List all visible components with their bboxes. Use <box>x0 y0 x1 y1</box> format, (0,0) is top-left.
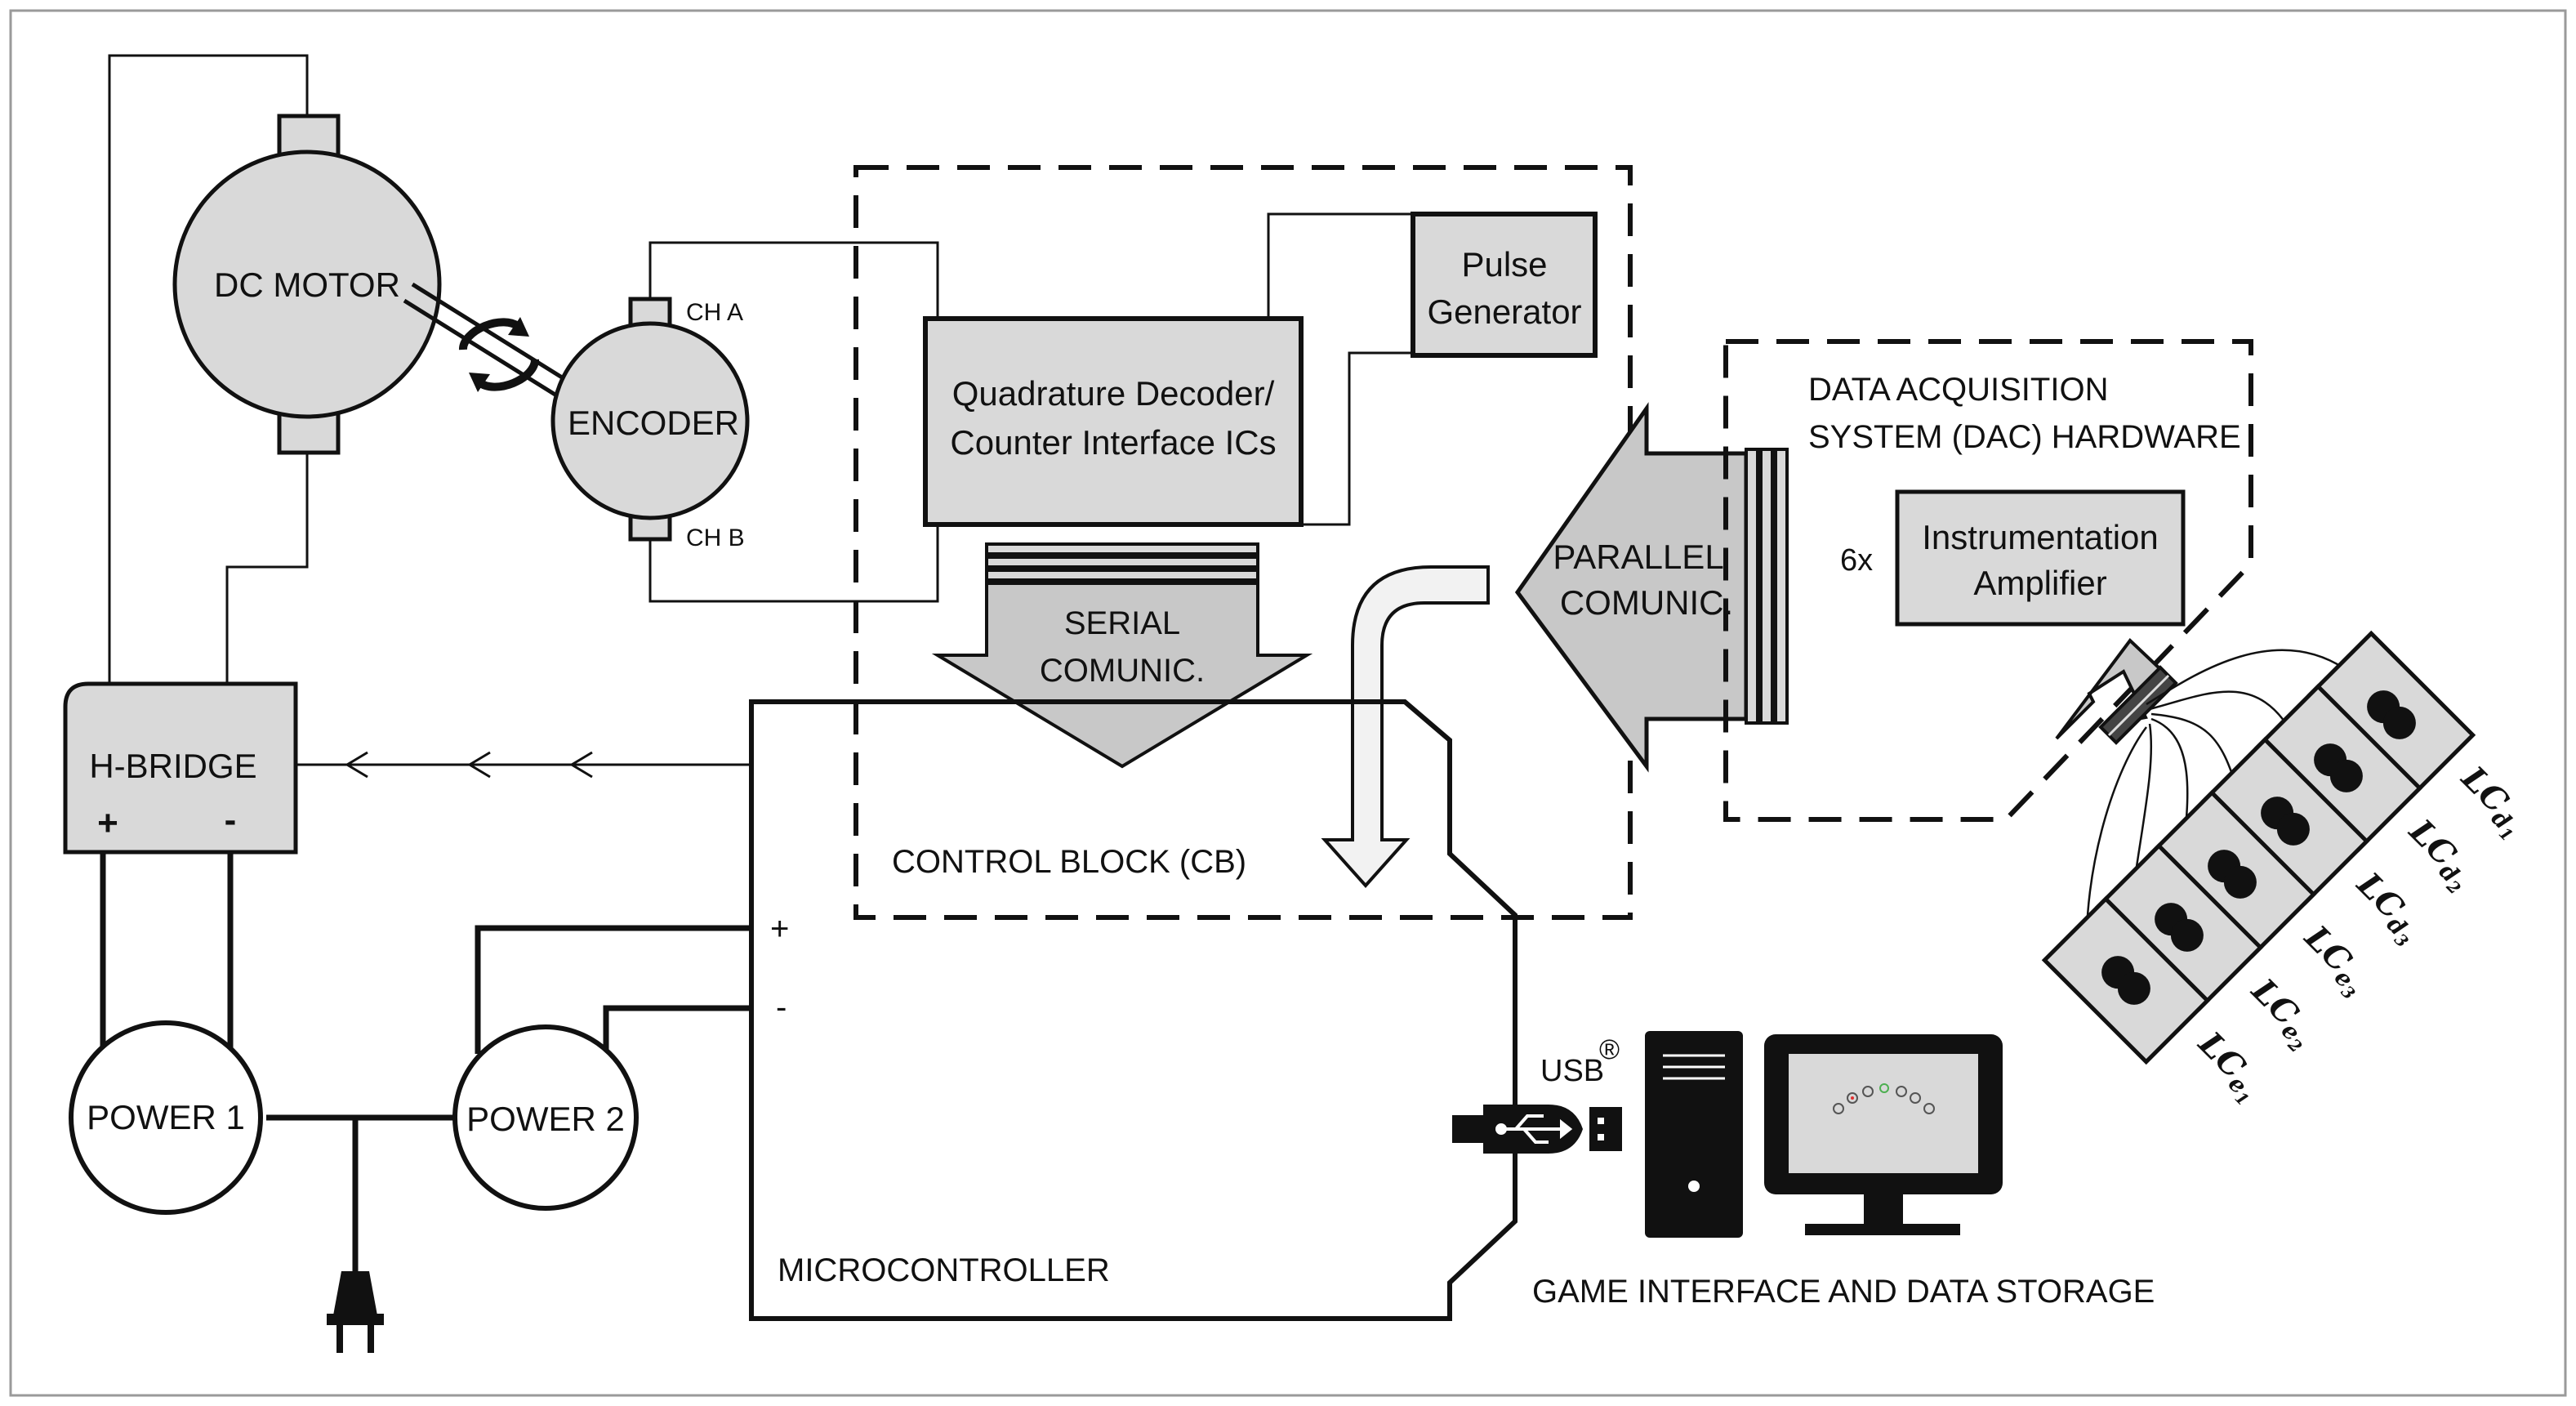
encoder-label: ENCODER <box>568 404 739 442</box>
pulse-generator-wires <box>1267 212 1413 526</box>
load-cell-d1 <box>2306 630 2476 800</box>
h-bridge-label: H-BRIDGE <box>89 747 256 785</box>
pulse-generator-label-1: Pulse <box>1461 245 1547 283</box>
dac-label-1: DATA ACQUISITION <box>1808 372 2108 408</box>
load-cell-label-d1: LCd1 <box>2449 758 2535 845</box>
load-cell-label-e2: LCe2 <box>2239 971 2324 1056</box>
dc-motor-label: DC MOTOR <box>214 266 400 304</box>
encoder: ENCODER CH A CH B <box>550 297 750 551</box>
encoder-wires <box>648 241 939 603</box>
instrumentation-amplifier-label-2: Amplifier <box>1973 564 2106 602</box>
pc-tower-icon <box>1645 1031 1743 1238</box>
instrumentation-amplifier-label-1: Instrumentation <box>1922 518 2159 556</box>
h-bridge: H-BRIDGE + - <box>63 681 298 855</box>
parallel-communication-arrow: PARALLEL COMUNIC. <box>1514 402 1749 773</box>
h-bridge-plus: + <box>97 803 118 843</box>
serial-communication-arrow: SERIAL COMUNIC. <box>931 582 1313 769</box>
microcontroller-label: MICROCONTROLLER <box>778 1252 1110 1288</box>
dac-boundary <box>1723 339 2253 822</box>
figure-frame <box>9 9 2567 1397</box>
ch-a-label: CH A <box>686 299 743 326</box>
load-cell-label-e1: LCe1 <box>2186 1024 2271 1109</box>
serial-label-1: SERIAL <box>1064 605 1180 641</box>
quadrature-decoder-label-1: Quadrature Decoder/ <box>952 374 1275 413</box>
power-wiring <box>100 852 751 1281</box>
power-1: POWER 1 <box>69 1020 263 1215</box>
power-1-label: POWER 1 <box>87 1098 245 1136</box>
serial-label-2: COMUNIC. <box>1040 653 1205 689</box>
power-2-label: POWER 2 <box>466 1100 625 1138</box>
load-cell-connector <box>2098 665 2178 745</box>
mc-plus-label: + <box>770 911 789 947</box>
quadrature-decoder-label-2: Counter Interface ICs <box>950 423 1276 462</box>
load-cell-input-arrow <box>2055 638 2177 740</box>
load-cell-e1 <box>2041 895 2211 1065</box>
instrumentation-amplifier: Instrumentation Amplifier <box>1895 489 2186 627</box>
power-plug-icon <box>327 1271 384 1353</box>
dc-motor: DC MOTOR <box>172 114 442 455</box>
load-cells <box>2041 630 2476 1065</box>
h-bridge-minus: - <box>225 800 237 840</box>
parallel-bus <box>1745 448 1789 725</box>
control-block-boundary <box>853 165 1633 920</box>
ch-b-label: CH B <box>686 524 745 551</box>
mc-minus-label: - <box>776 989 787 1025</box>
load-cell-e2 <box>2094 842 2264 1012</box>
motor-wires <box>108 54 309 684</box>
usb-registered-mark: ® <box>1599 1034 1620 1065</box>
game-screen-dots <box>1833 1083 1935 1114</box>
usb-label: USB <box>1540 1054 1604 1088</box>
load-cell-d2 <box>2253 683 2423 853</box>
power-2: POWER 2 <box>452 1024 639 1211</box>
dac-label-2: SYSTEM (DAC) HARDWARE <box>1808 419 2241 455</box>
microcontroller-outline <box>749 699 1518 1321</box>
mc-to-hbridge-signal <box>296 751 751 779</box>
load-cell-label-d2: LCd2 <box>2396 811 2483 898</box>
usb-symbol-icon <box>1495 1114 1573 1144</box>
feedback-arrow <box>1321 565 1490 889</box>
parallel-label-2: COMUNIC. <box>1560 583 1733 622</box>
serial-bus <box>985 542 1259 582</box>
pulse-generator-label-2: Generator <box>1427 292 1581 331</box>
game-interface-label: GAME INTERFACE AND DATA STORAGE <box>1532 1274 2155 1310</box>
parallel-label-1: PARALLEL <box>1553 538 1723 576</box>
six-x-label: 6x <box>1840 543 1873 578</box>
monitor-icon <box>1764 1034 2003 1235</box>
load-cell-label-e3: LCe3 <box>2292 917 2378 1003</box>
quadrature-decoder: Quadrature Decoder/ Counter Interface IC… <box>923 316 1304 527</box>
pulse-generator: Pulse Generator <box>1411 212 1598 358</box>
control-block-label: CONTROL BLOCK (CB) <box>892 844 1246 880</box>
rotation-arrows-icon <box>459 317 539 392</box>
load-cell-label-d3: LCd3 <box>2344 864 2431 951</box>
